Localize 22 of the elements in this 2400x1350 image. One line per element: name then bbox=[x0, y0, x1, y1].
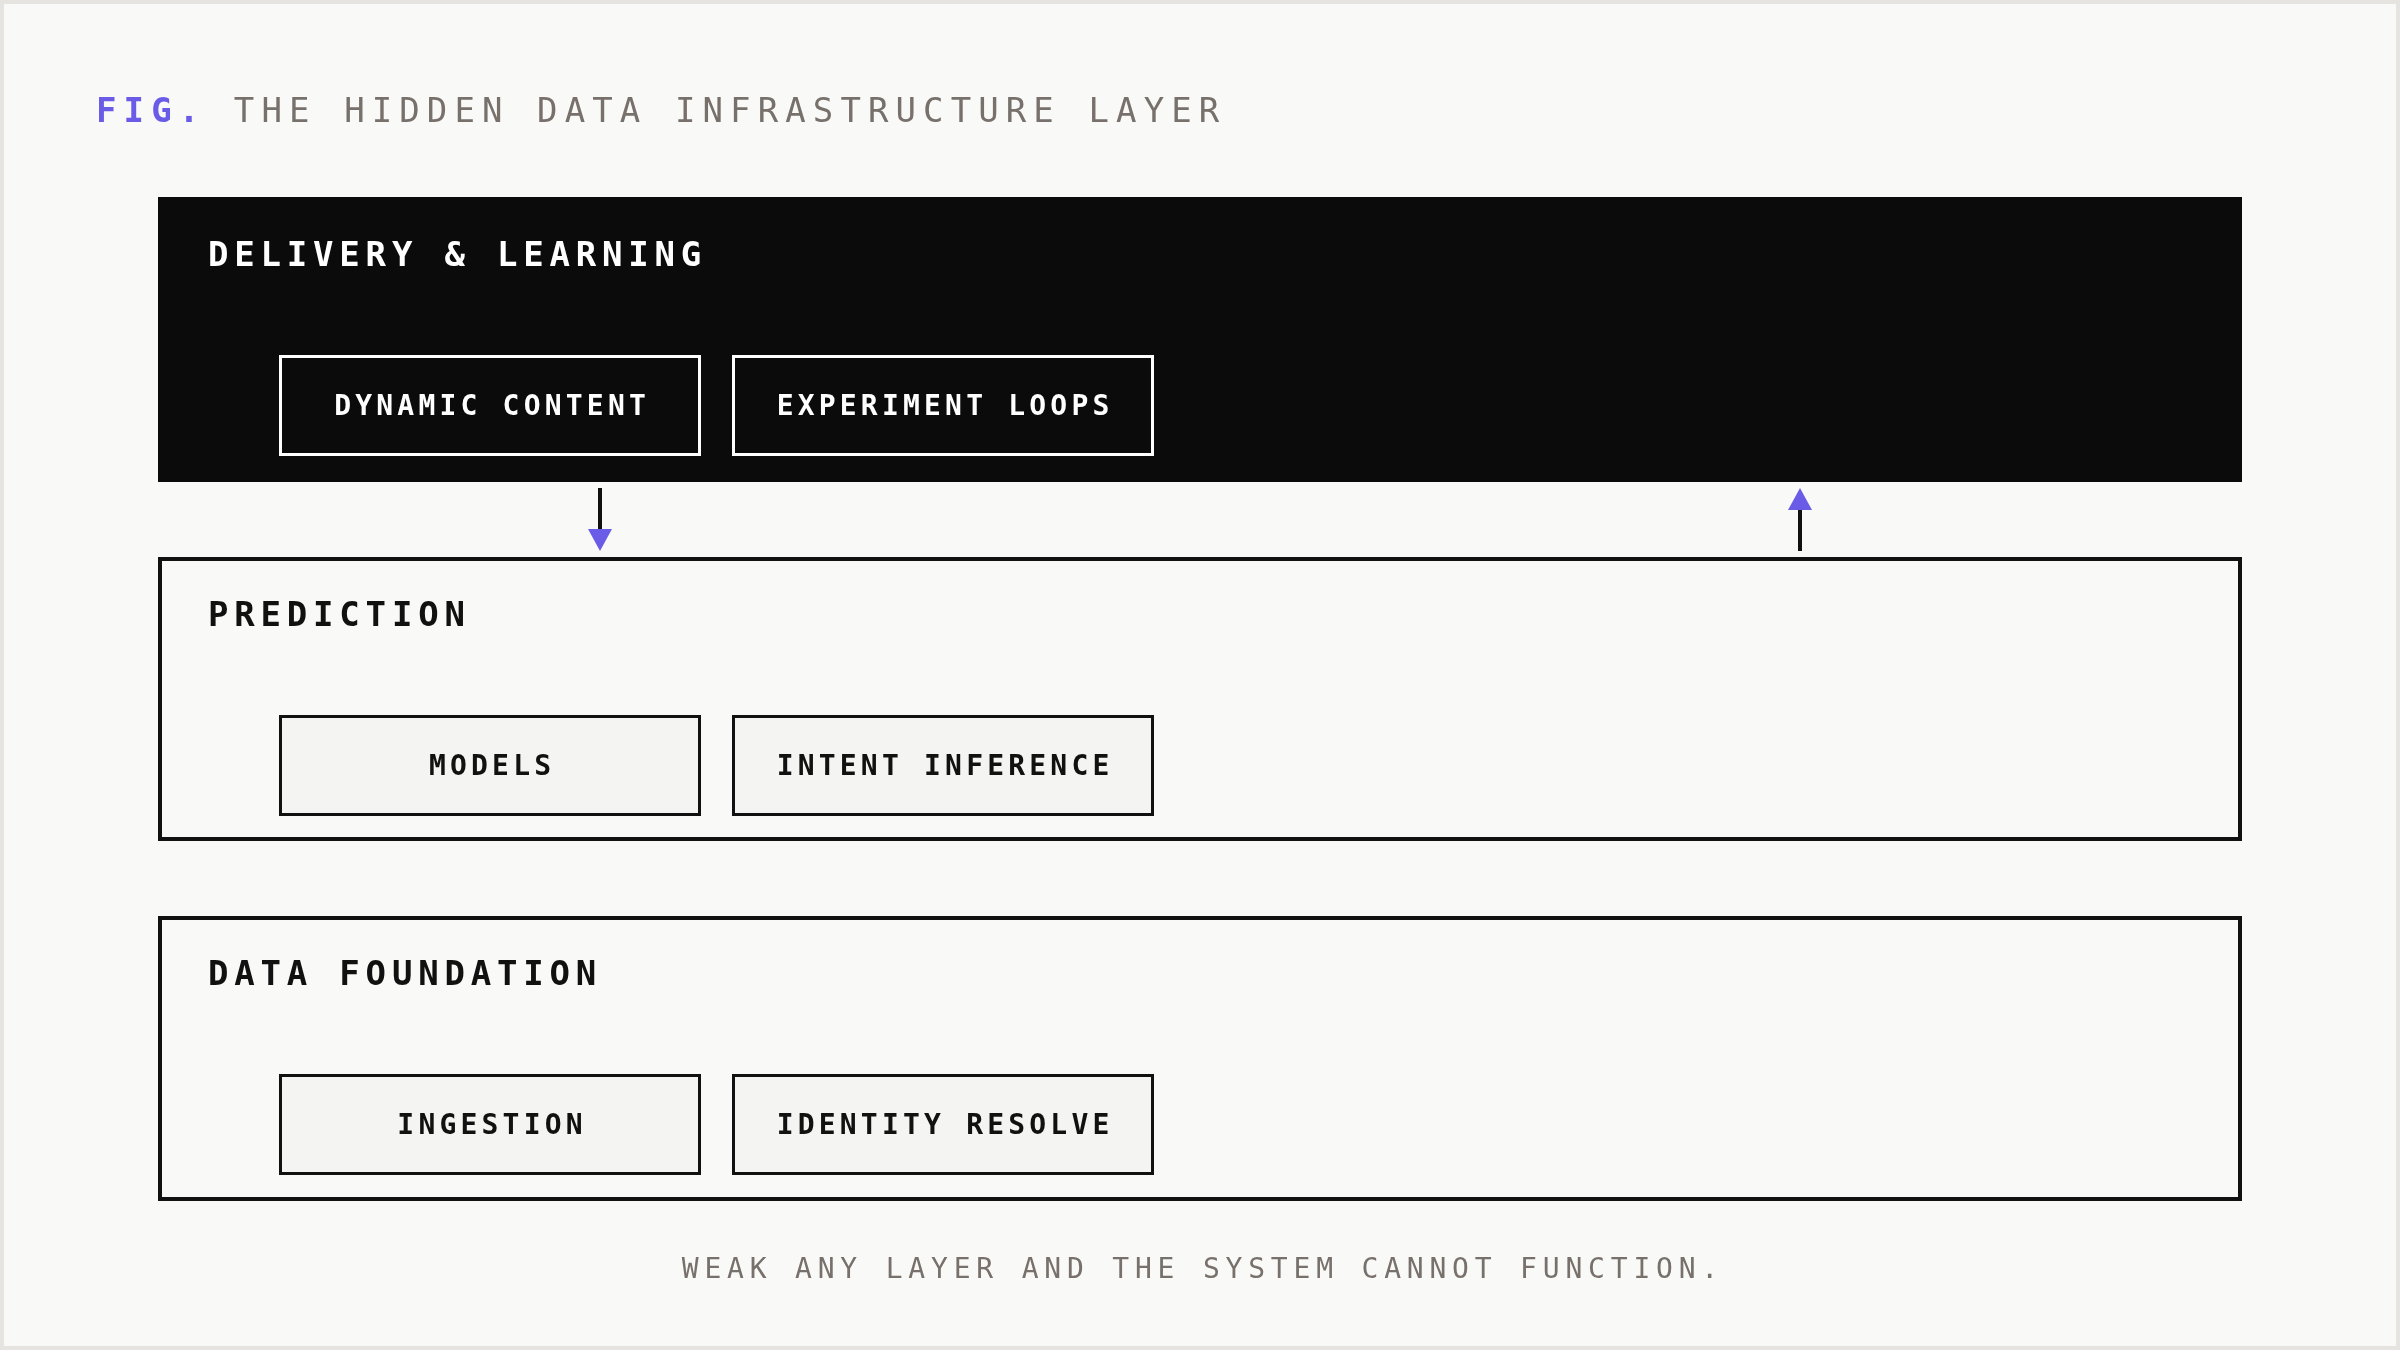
component-box bbox=[279, 355, 701, 456]
component-label: DYNAMIC CONTENT bbox=[333, 388, 651, 423]
component-label: EXPERIMENT LOOPS bbox=[775, 388, 1114, 423]
component-box bbox=[279, 1074, 701, 1175]
component-label: MODELS bbox=[427, 748, 556, 783]
layer-panel bbox=[158, 197, 2242, 482]
component-box bbox=[732, 355, 1154, 456]
component-box bbox=[732, 715, 1154, 816]
component-box bbox=[279, 715, 701, 816]
component-label: INTENT INFERENCE bbox=[775, 748, 1114, 783]
component-box bbox=[732, 1074, 1154, 1175]
component-label: INGESTION bbox=[396, 1107, 587, 1142]
layer-heading: DATA FOUNDATION bbox=[208, 953, 603, 993]
arrow bbox=[588, 488, 612, 551]
layer-panel bbox=[158, 916, 2242, 1201]
arrow bbox=[1788, 488, 1812, 551]
layer-heading: PREDICTION bbox=[208, 594, 471, 634]
component-label: IDENTITY RESOLVE bbox=[775, 1107, 1114, 1142]
figure-caption: WEAK ANY LAYER AND THE SYSTEM CANNOT FUNCTION. bbox=[680, 1252, 1724, 1286]
figure-title: FIG. THE HIDDEN DATA INFRASTRUCTURE LAYER bbox=[96, 90, 1227, 130]
layer-panel bbox=[158, 557, 2242, 841]
layer-heading: DELIVERY & LEARNING bbox=[208, 234, 708, 274]
